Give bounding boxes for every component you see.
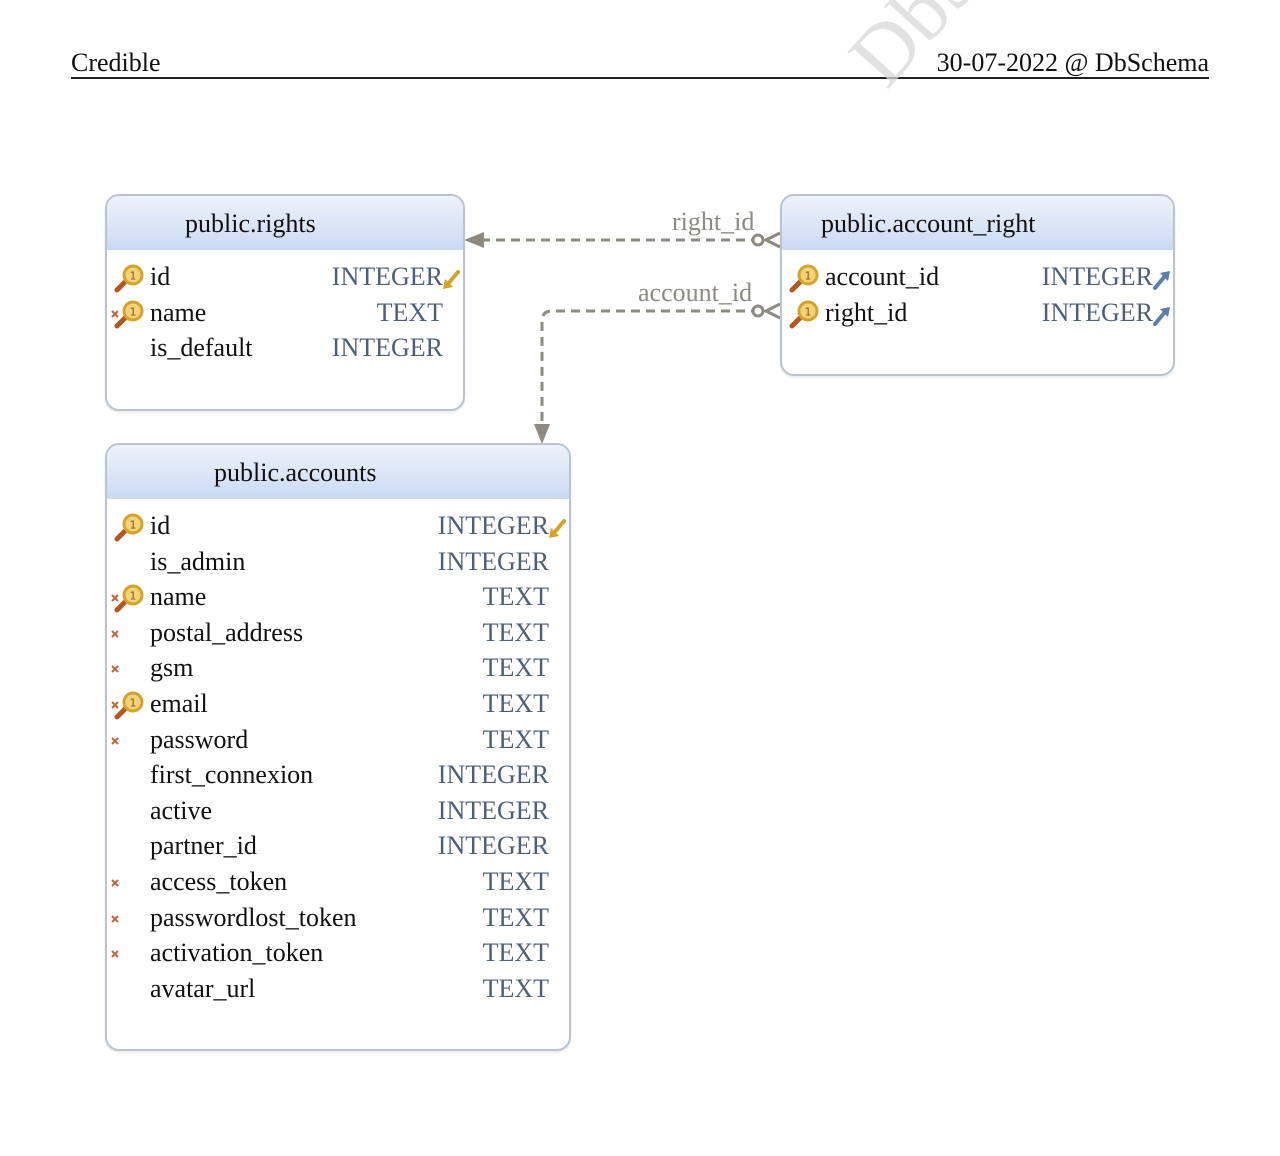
column-type: TEXT <box>482 867 549 896</box>
svg-text:1: 1 <box>130 270 137 283</box>
column-name: id <box>150 262 171 291</box>
column-name: name <box>150 297 207 327</box>
header-project: Credible <box>71 48 161 77</box>
column-name: postal_address <box>150 617 304 647</box>
column-row-password[interactable]: password TEXT <box>107 721 569 757</box>
column-name: avatar_url <box>150 973 256 1003</box>
column-type: TEXT <box>482 582 549 612</box>
column-type: INTEGER <box>437 795 549 825</box>
svg-text:1: 1 <box>130 590 137 603</box>
not-null-icon <box>110 616 120 638</box>
column-type: INTEGER <box>437 760 549 790</box>
column-row-gsm[interactable]: gsm TEXT <box>107 649 569 685</box>
not-null-icon <box>110 865 120 887</box>
column-name: account_id <box>825 262 940 291</box>
column-type: INTEGER <box>331 333 443 363</box>
svg-text:1: 1 <box>130 305 137 318</box>
column-row-access-token[interactable]: access_token TEXT <box>107 863 569 899</box>
relation-label-account-id: account_id <box>638 278 753 307</box>
column-type: TEXT <box>482 902 549 932</box>
column-row-name[interactable]: 1 name TEXT <box>107 294 463 330</box>
column-name: access_token <box>150 867 288 896</box>
column-type: INTEGER <box>1041 262 1153 291</box>
column-name: passwordlost_token <box>150 902 357 932</box>
column-type: TEXT <box>482 653 549 683</box>
referenced-key-icon <box>547 517 567 539</box>
column-name: first_connexion <box>150 760 314 790</box>
column-type: INTEGER <box>437 831 549 861</box>
not-null-icon <box>110 901 120 923</box>
svg-text:1: 1 <box>805 270 812 283</box>
not-null-icon <box>110 687 120 709</box>
column-type: INTEGER <box>437 511 549 540</box>
index-key-icon: 1 <box>113 584 145 614</box>
relation-right-id[interactable] <box>464 231 781 249</box>
column-name: activation_token <box>150 938 324 968</box>
column-row-postal-address[interactable]: postal_address TEXT <box>107 614 569 650</box>
not-null-icon <box>110 936 120 958</box>
column-type: INTEGER <box>331 262 443 291</box>
foreign-key-icon <box>1152 304 1172 326</box>
column-name: id <box>150 511 171 540</box>
relation-account-id[interactable] <box>534 302 781 444</box>
column-type: TEXT <box>482 689 549 718</box>
column-type: TEXT <box>482 938 549 968</box>
not-null-icon <box>110 580 120 602</box>
column-row-is-admin[interactable]: is_admin INTEGER <box>107 543 569 579</box>
relation-label-right-id: right_id <box>672 207 755 236</box>
column-name: active <box>150 795 213 825</box>
column-row-avatar-url[interactable]: avatar_url TEXT <box>107 970 569 1006</box>
table-title: public.account_right <box>782 196 1173 250</box>
column-name: gsm <box>150 653 194 683</box>
foreign-key-icon <box>1152 268 1172 290</box>
column-name: name <box>150 582 207 612</box>
svg-text:1: 1 <box>130 697 137 710</box>
column-type: TEXT <box>482 724 549 754</box>
not-null-icon <box>110 651 120 674</box>
column-row-is-default[interactable]: is_default INTEGER <box>107 329 463 365</box>
column-name: right_id <box>825 297 908 327</box>
referenced-key-icon <box>441 268 461 290</box>
column-row-active[interactable]: active INTEGER <box>107 792 569 828</box>
not-null-icon <box>110 723 120 745</box>
column-row-id[interactable]: 1 id INTEGER <box>107 507 569 543</box>
index-key-icon: 1 <box>788 264 820 294</box>
column-name: password <box>150 724 249 754</box>
column-row-right-id[interactable]: 1 right_id INTEGER <box>782 294 1173 330</box>
column-type: INTEGER <box>437 546 549 576</box>
table-title: public.rights <box>107 196 463 250</box>
svg-text:1: 1 <box>130 519 137 532</box>
column-name: partner_id <box>150 831 257 861</box>
column-row-name[interactable]: 1 name TEXT <box>107 578 569 614</box>
column-row-activation-token[interactable]: activation_token TEXT <box>107 934 569 970</box>
column-row-partner-id[interactable]: partner_id INTEGER <box>107 827 569 863</box>
index-key-icon: 1 <box>113 691 145 721</box>
svg-text:1: 1 <box>805 305 812 318</box>
index-key-icon: 1 <box>788 300 820 330</box>
column-row-account-id[interactable]: 1 account_id INTEGER <box>782 258 1173 294</box>
column-type: INTEGER <box>1041 297 1153 327</box>
column-row-passwordlost-token[interactable]: passwordlost_token TEXT <box>107 899 569 935</box>
not-null-icon <box>110 296 120 318</box>
index-key-icon: 1 <box>113 264 145 294</box>
index-key-icon: 1 <box>113 513 145 543</box>
column-name: is_default <box>150 333 253 363</box>
header-stamp: 30-07-2022 @ DbSchema <box>936 48 1209 77</box>
column-name: email <box>150 689 208 718</box>
column-type: TEXT <box>482 973 549 1003</box>
column-type: TEXT <box>376 297 443 327</box>
column-row-first-connexion[interactable]: first_connexion INTEGER <box>107 756 569 792</box>
column-row-email[interactable]: 1 email TEXT <box>107 685 569 721</box>
column-type: TEXT <box>482 617 549 647</box>
table-title: public.accounts <box>107 445 569 499</box>
header-rule <box>71 77 1209 79</box>
column-name: is_admin <box>150 546 246 576</box>
index-key-icon: 1 <box>113 300 145 330</box>
column-row-id[interactable]: 1 id INTEGER <box>107 258 463 294</box>
